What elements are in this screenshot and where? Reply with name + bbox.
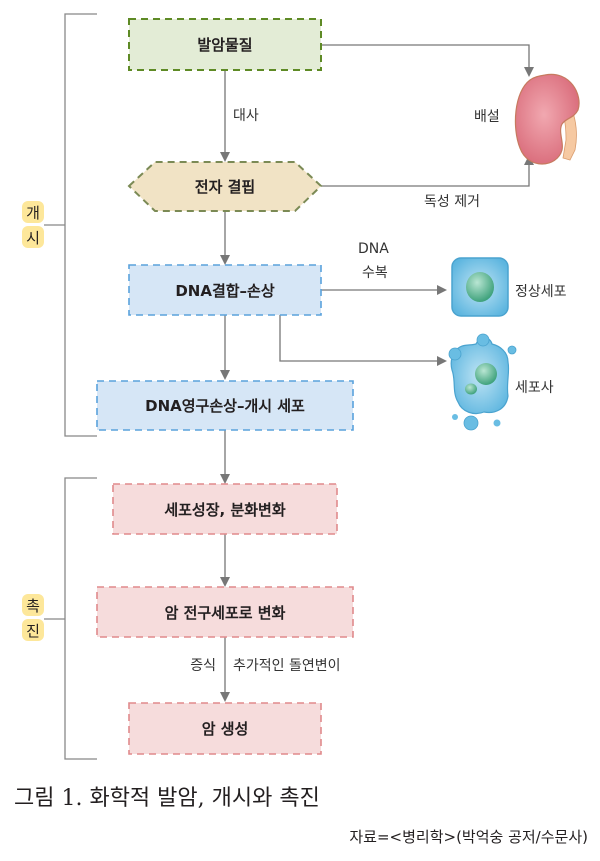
normal-cell-icon [451, 257, 509, 317]
node-label: DNA결합–손상 [175, 282, 275, 300]
phase-char: 진 [26, 622, 40, 640]
arrow-excretion [321, 44, 534, 77]
node-label: 암 전구세포로 변화 [165, 604, 286, 622]
kidney-icon [514, 73, 580, 165]
node-dna-permanent-damage: DNA영구손상–개시 세포 [96, 380, 354, 431]
source-credit: 자료=<병리학>(박억숭 공저/수문사) [349, 828, 588, 846]
label-excretion: 배설 [474, 109, 500, 125]
label-dna-repair-1: DNA [358, 241, 389, 257]
phase-char: 시 [26, 229, 40, 247]
phase-char: 촉 [26, 597, 40, 615]
promotion-bracket [44, 477, 97, 760]
initiation-bracket [44, 13, 97, 437]
label-dna-repair-2: 수복 [362, 265, 388, 281]
badge-bg [22, 201, 44, 223]
phase-label-promotion: 촉 진 [22, 594, 44, 641]
dying-cell-icon [448, 333, 517, 431]
node-label: 암 생성 [202, 720, 249, 738]
label-metabolism: 대사 [233, 108, 259, 124]
node-label: 발암물질 [197, 36, 252, 54]
badge-bg [22, 619, 44, 641]
node-precursor-cell: 암 전구세포로 변화 [96, 586, 354, 638]
arrow-cell-death [279, 315, 447, 366]
arrow-detox [321, 155, 534, 187]
phase-label-initiation: 개 시 [22, 201, 44, 248]
node-electrophile: 전자 결핍 [127, 161, 323, 212]
label-additional-mutation: 추가적인 돌연변이 [233, 658, 341, 674]
node-growth-change: 세포성장, 분화변화 [112, 483, 338, 535]
node-dna-binding: DNA결합–손상 [128, 264, 322, 316]
phase-char: 개 [26, 204, 40, 222]
label-cell-death: 세포사 [515, 380, 554, 396]
node-carcinogen: 발암물질 [128, 18, 322, 71]
node-cancer: 암 생성 [128, 702, 322, 755]
node-label: 세포성장, 분화변화 [164, 501, 286, 519]
carcinogenesis-diagram: 개 시 촉 진 발암물질 전자 결핍 [22, 13, 580, 760]
label-proliferation: 증식 [190, 658, 216, 674]
badge-bg [22, 594, 44, 616]
connectors [220, 44, 534, 702]
node-label: DNA영구손상–개시 세포 [145, 397, 305, 415]
figure-caption: 그림 1. 화학적 발암, 개시와 촉진 [14, 786, 320, 811]
badge-bg [22, 226, 44, 248]
label-detox: 독성 제거 [424, 194, 480, 210]
node-label: 전자 결핍 [195, 178, 255, 196]
label-normal-cell: 정상세포 [515, 284, 567, 300]
